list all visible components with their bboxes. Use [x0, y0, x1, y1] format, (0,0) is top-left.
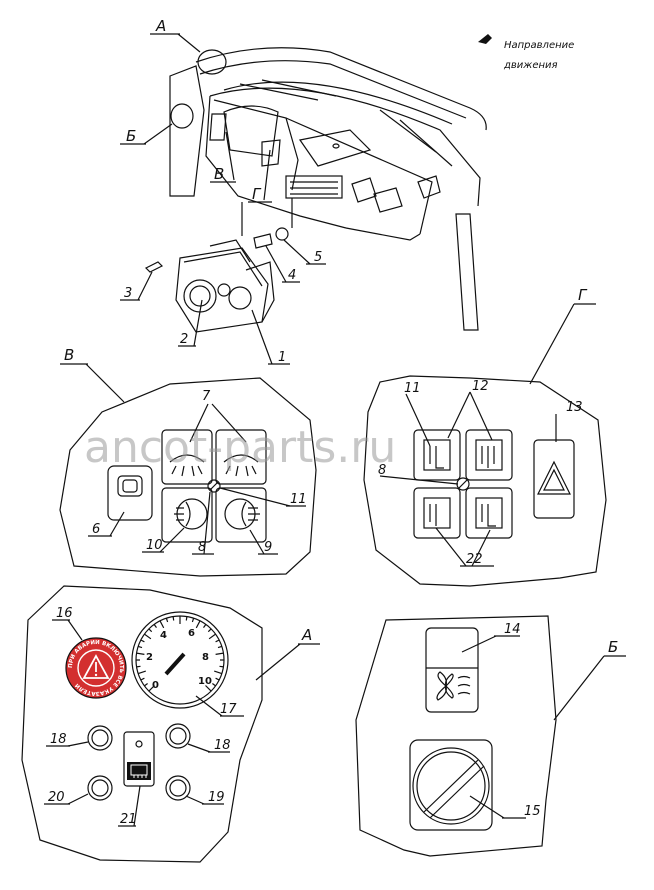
fan-icon [436, 671, 471, 701]
instrument-cluster-part [175, 239, 275, 333]
part-label-11-g: 11 [404, 381, 421, 396]
front-fog-lamp-icon [174, 498, 208, 530]
view-g-callout [248, 149, 272, 203]
part-label-22: 22 [466, 552, 483, 567]
bolt-part-4 [253, 233, 300, 283]
part-label-18-right: 18 [214, 738, 231, 753]
indicator-lamp-18-left [87, 725, 113, 751]
direction-note-line2: движения [503, 60, 558, 71]
part-label-19: 19 [208, 790, 225, 805]
view-a-panel [21, 585, 320, 863]
tach-scale-2: 2 [146, 652, 153, 663]
tach-scale-10: 10 [198, 676, 212, 687]
tach-scale-6: 6 [188, 628, 195, 639]
part-label-20: 20 [48, 790, 65, 805]
part-label-21: 21 [120, 812, 137, 827]
rear-fog-lamp-icon [224, 498, 260, 530]
part-label-14: 14 [504, 622, 521, 637]
view-v-panel [59, 363, 317, 577]
view-b-panel [355, 615, 626, 857]
part-label-17: 17 [220, 702, 237, 717]
hazard-triangle-icon [537, 460, 571, 495]
dashboard-assembly [169, 47, 487, 331]
headlight-high-beam-icon [223, 454, 259, 477]
part-label-12: 12 [472, 379, 489, 394]
part-label-13: 13 [566, 400, 583, 415]
switch-22-right-icon [475, 497, 503, 529]
part-label-16: 16 [56, 606, 73, 621]
view-letter-v-panel: В [64, 346, 74, 364]
part-label-15: 15 [524, 804, 541, 819]
screw-part-3 [120, 261, 164, 301]
view-letter-a-panel: А [301, 626, 312, 644]
part-label-2: 2 [180, 332, 188, 347]
switch-22-left-icon [423, 497, 451, 529]
switch-11-icon [423, 439, 451, 471]
part-label-3: 3 [124, 286, 132, 301]
view-letter-a-top: А [155, 17, 166, 35]
headlight-low-beam-icon [169, 454, 205, 477]
part-label-9: 9 [264, 540, 272, 555]
view-v-callout [210, 131, 236, 183]
part-label-8-v: 8 [198, 540, 206, 555]
rear-defrost-icon [130, 764, 148, 778]
part-label-7: 7 [202, 389, 211, 404]
part-label-10: 10 [146, 538, 163, 553]
hazard-warning-badge [65, 637, 127, 699]
view-letter-b-panel: Б [608, 638, 618, 656]
tach-scale-4: 4 [160, 630, 167, 641]
washer-part-5 [275, 227, 326, 265]
part-label-6: 6 [92, 522, 100, 537]
part-label-5: 5 [314, 250, 322, 265]
part-label-1: 1 [278, 350, 286, 365]
part-label-8-g: 8 [378, 463, 386, 478]
switch-12-icon [475, 439, 503, 471]
direction-note-line1: Направление [504, 40, 574, 51]
labels-layer: Направление движения А Б В Г В Г А Б 1 2… [48, 17, 618, 827]
indicator-lamp-20 [87, 775, 113, 801]
watermark: ancot-parts.ru [84, 422, 396, 473]
indicator-lamp-18-right [165, 723, 191, 749]
part-label-4: 4 [288, 268, 296, 283]
view-a-callout [150, 33, 227, 75]
view-letter-g-panel: Г [578, 286, 588, 304]
view-letter-b-top: Б [126, 127, 136, 145]
part-label-18-left: 18 [50, 732, 67, 747]
view-letter-v-top: В [214, 165, 224, 183]
view-b-callout [120, 103, 194, 145]
tach-scale-8: 8 [202, 652, 209, 663]
tachometer-gauge [131, 611, 229, 709]
direction-arrow-icon [478, 34, 492, 44]
tach-scale-0: 0 [152, 680, 159, 691]
view-letter-g-top: Г [252, 185, 262, 203]
view-g-panel [363, 303, 607, 587]
part-label-11-v: 11 [290, 492, 307, 507]
indicator-lamp-19 [165, 775, 191, 801]
